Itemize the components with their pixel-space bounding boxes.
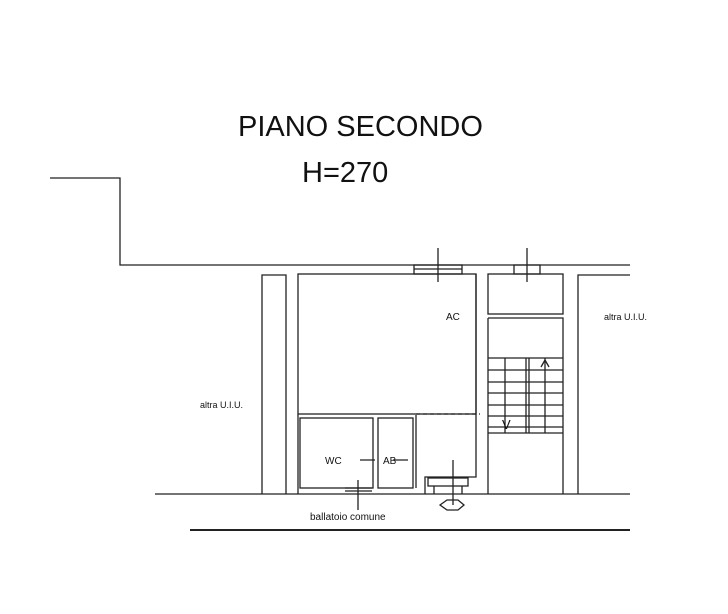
room-wc: [299, 417, 374, 489]
left-neighbor-wall: [261, 274, 287, 494]
staircase: [488, 357, 563, 434]
room-ac: [297, 273, 477, 415]
left-neighbor-label: altra U.I.U.: [200, 400, 243, 410]
stair-down-mark: V: [502, 417, 511, 432]
entrance-arrow: [433, 460, 466, 511]
right-neighbor-label: altra U.I.U.: [604, 312, 647, 322]
corridor-label: ballatoio comune: [310, 512, 386, 523]
room-label-wc: WC: [325, 456, 342, 467]
plan-title: PIANO SECONDO: [238, 111, 483, 143]
height-label: H=270: [302, 157, 388, 189]
room-label-ac: AC: [446, 312, 460, 323]
room-ab: [377, 417, 414, 489]
building-outline: [50, 177, 630, 266]
room-label-ab: AB: [383, 456, 397, 467]
